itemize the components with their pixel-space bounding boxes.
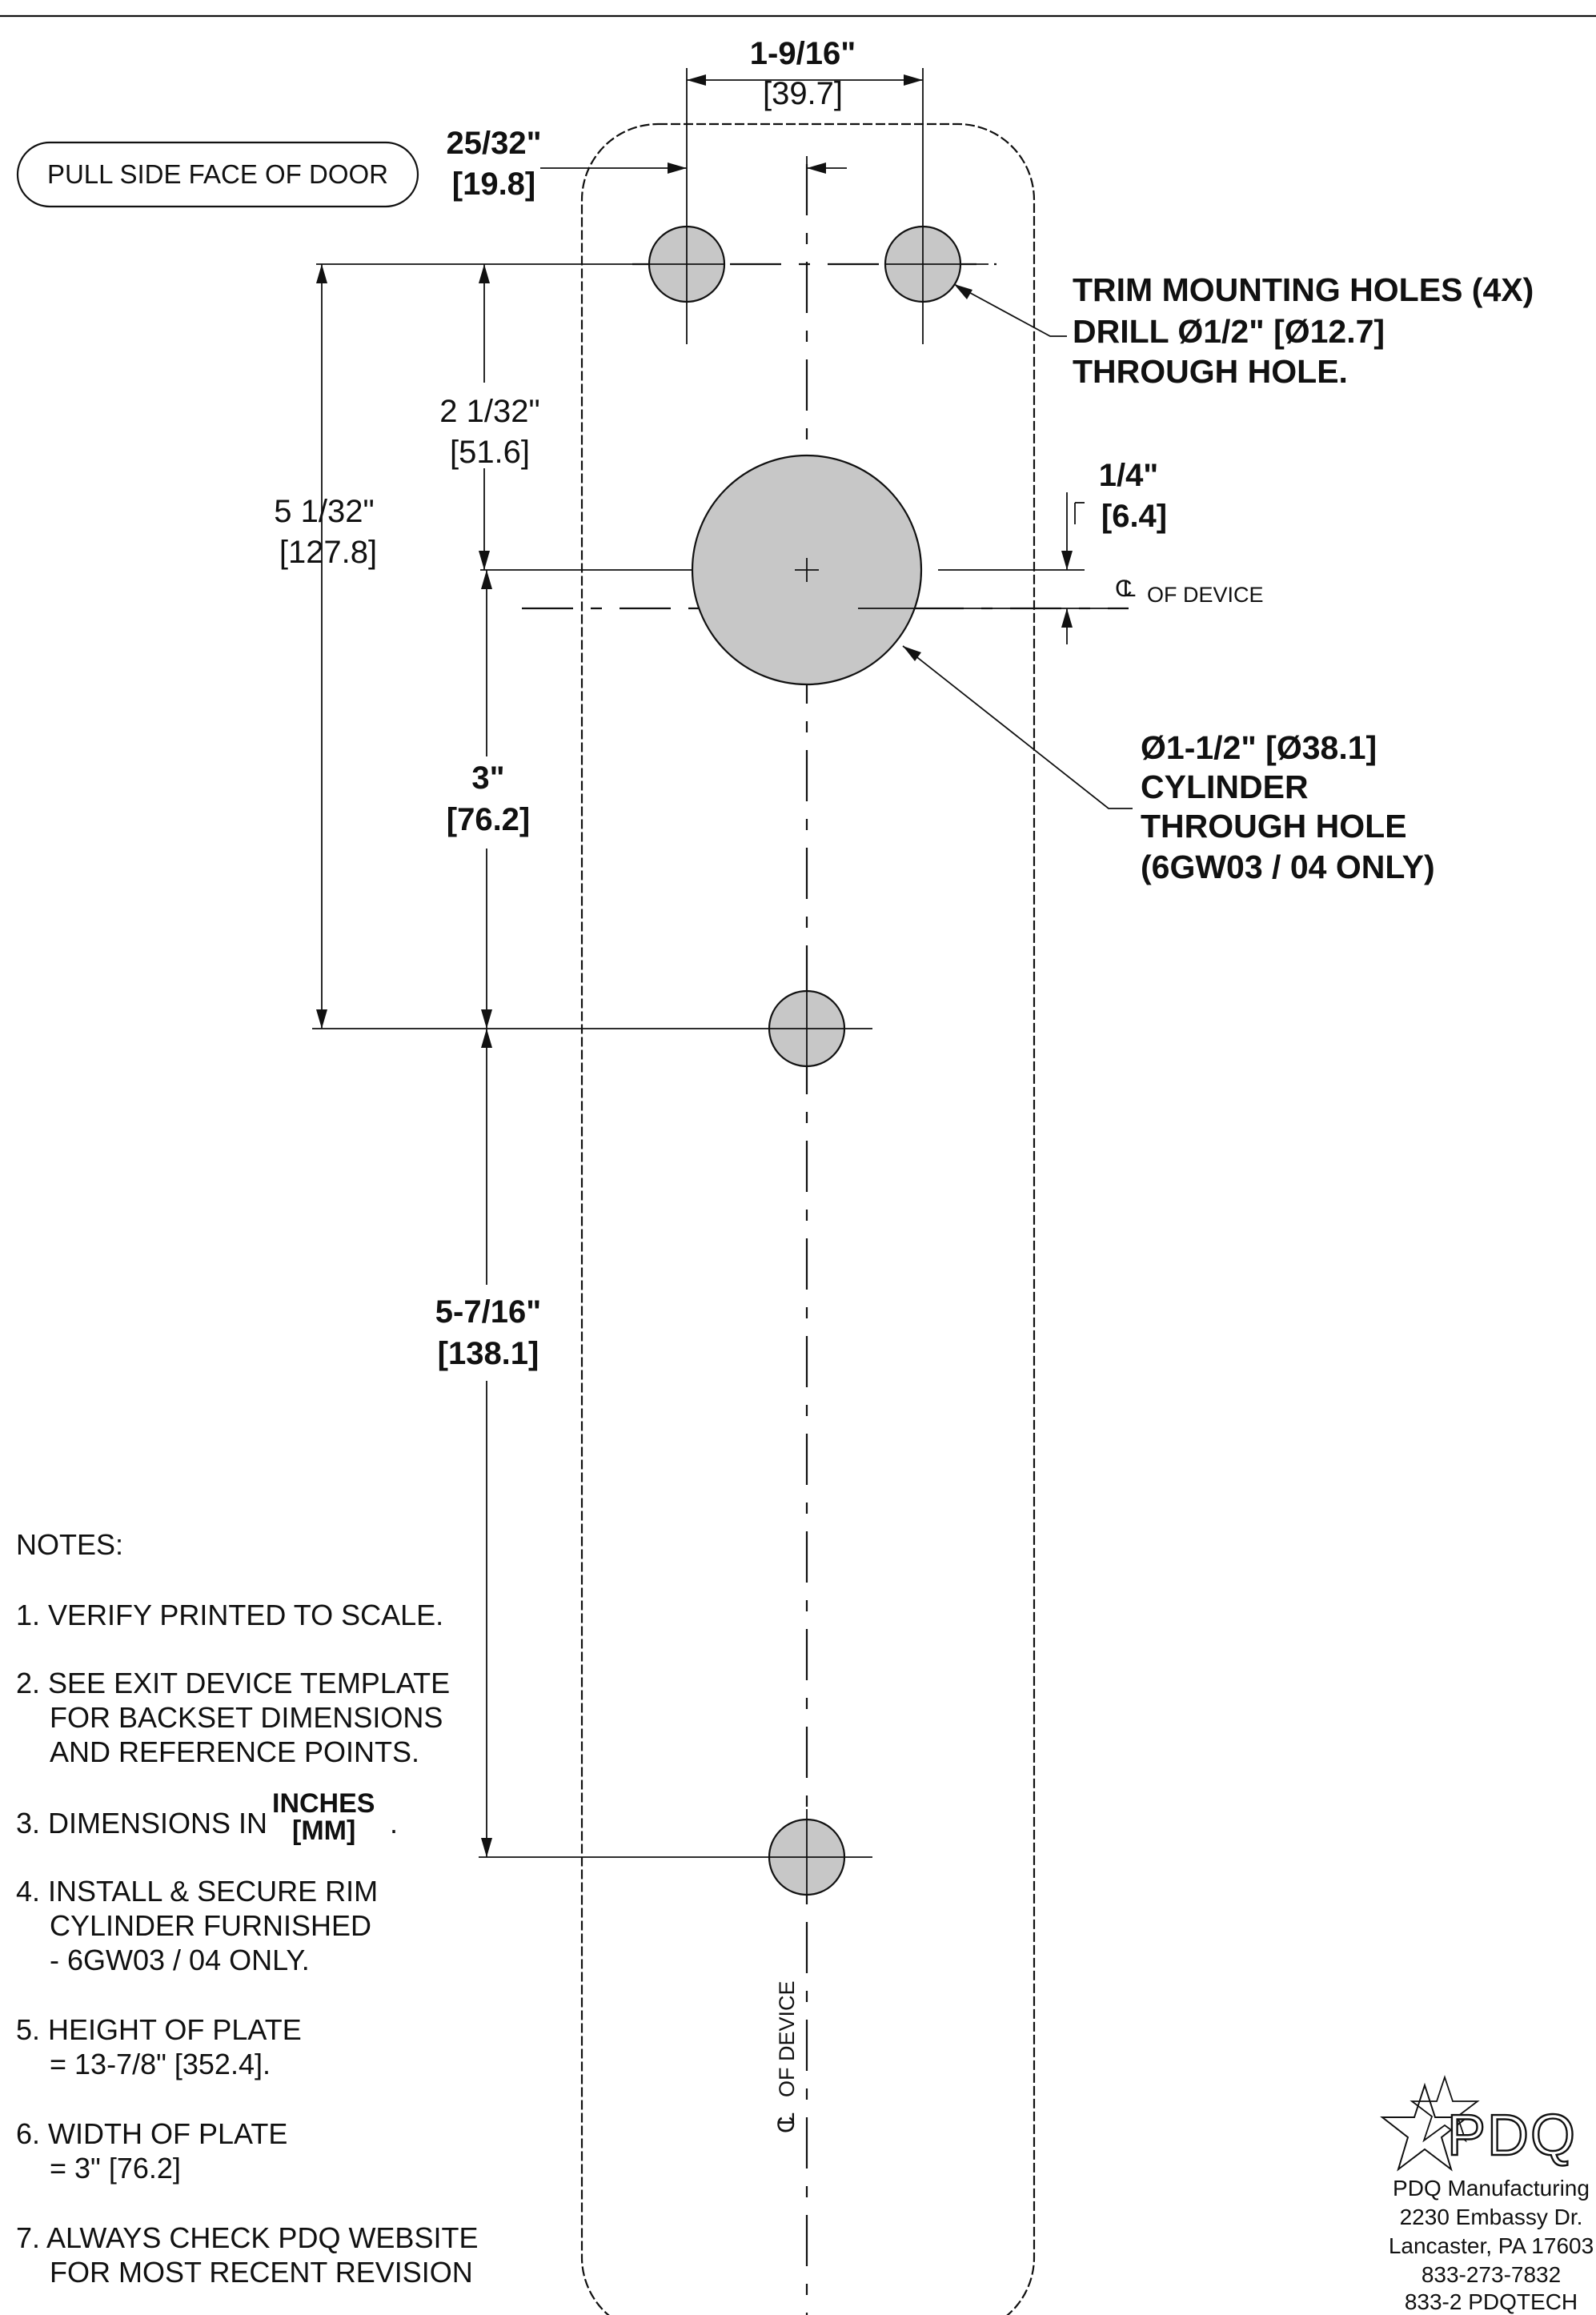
centerline-symbol-vertical: CL bbox=[773, 2112, 800, 2133]
trim-holes-callout-1: TRIM MOUNTING HOLES (4X) bbox=[1073, 271, 1534, 308]
dim-mid-to-bottom-in: 5-7/16" bbox=[435, 1294, 541, 1330]
dim-cyl-to-mid-mm: [76.2] bbox=[447, 802, 531, 837]
note-4-line-1: 4. INSTALL & SECURE RIM bbox=[16, 1875, 378, 1908]
dimension-lines bbox=[316, 74, 1085, 1857]
company-address-2: Lancaster, PA 17603 bbox=[1389, 2233, 1594, 2258]
dim-upper-spacing-in: 2 1/32" bbox=[439, 394, 539, 429]
dim-overall-upper-mm: [127.8] bbox=[279, 535, 377, 570]
dim-overall-upper-in: 5 1/32" bbox=[274, 494, 374, 529]
cylinder-callout-4: (6GW03 / 04 ONLY) bbox=[1141, 849, 1435, 885]
dim-cyl-to-mid-in: 3" bbox=[471, 760, 504, 796]
note-1: 1. VERIFY PRINTED TO SCALE. bbox=[16, 1599, 443, 1631]
cylinder-callout-3: THROUGH HOLE bbox=[1141, 808, 1407, 845]
dim-upper-spacing-mm: [51.6] bbox=[450, 435, 530, 470]
note-3-inches: INCHES bbox=[272, 1788, 375, 1819]
note-3-lead: 3. DIMENSIONS IN bbox=[16, 1807, 267, 1840]
note-7-line-1: 7. ALWAYS CHECK PDQ WEBSITE bbox=[16, 2221, 478, 2254]
cylinder-callout-1: Ø1-1/2" [Ø38.1] bbox=[1141, 729, 1377, 766]
notes-heading: NOTES: bbox=[16, 1528, 123, 1561]
note-3-tail: . bbox=[390, 1807, 398, 1840]
note-2-line-2: FOR BACKSET DIMENSIONS bbox=[50, 1701, 443, 1734]
cylinder-callout-2: CYLINDER bbox=[1141, 768, 1309, 805]
company-info: PDQ Manufacturing 2230 Embassy Dr. Lanca… bbox=[1389, 2176, 1594, 2314]
pull-side-label-box bbox=[16, 141, 419, 208]
note-4-line-3: - 6GW03 / 04 ONLY. bbox=[50, 1944, 310, 1976]
centerline-text-vertical: OF DEVICE bbox=[775, 1980, 799, 2097]
star-outline-icon bbox=[1410, 2075, 1480, 2143]
note-5-line-1: 5. HEIGHT OF PLATE bbox=[16, 2013, 302, 2046]
center-crosses bbox=[650, 184, 988, 1897]
note-2-line-1: 2. SEE EXIT DEVICE TEMPLATE bbox=[16, 1667, 450, 1699]
plate-outline bbox=[580, 122, 1036, 2315]
centerline-label-horizontal: OF DEVICE bbox=[1147, 583, 1264, 607]
dim-half-width-in: 25/32" bbox=[446, 126, 541, 161]
trim-holes-callout-3: THROUGH HOLE. bbox=[1073, 353, 1348, 390]
extension-lines bbox=[312, 68, 1129, 1858]
note-5-line-2: = 13-7/8" [352.4]. bbox=[50, 2048, 271, 2080]
leader-lines bbox=[902, 283, 1133, 809]
pdq-logo: PDQ bbox=[1380, 2075, 1577, 2172]
logo-text: PDQ bbox=[1447, 2104, 1577, 2168]
note-7-line-2: FOR MOST RECENT REVISION bbox=[50, 2256, 473, 2289]
dim-half-width-mm: [19.8] bbox=[452, 167, 536, 202]
centerline-label-vertical: CL OF DEVICE bbox=[773, 1980, 800, 2133]
company-phone-2: 833-2 PDQTECH bbox=[1405, 2289, 1578, 2314]
pull-side-label: PULL SIDE FACE OF DOOR bbox=[47, 159, 388, 189]
star-icon bbox=[1380, 2082, 1470, 2172]
dim-cyl-offset-in: 1/4" bbox=[1099, 458, 1159, 493]
note-3-mm: [MM] bbox=[292, 1815, 355, 1846]
note-2-line-3: AND REFERENCE POINTS. bbox=[50, 1735, 419, 1768]
dim-mid-to-bottom-mm: [138.1] bbox=[438, 1336, 539, 1371]
notes-block: NOTES: 1. VERIFY PRINTED TO SCALE. 2. SE… bbox=[16, 1528, 478, 2289]
company-phone: 833-273-7832 bbox=[1422, 2262, 1561, 2287]
note-6-line-2: = 3" [76.2] bbox=[50, 2152, 181, 2185]
company-name: PDQ Manufacturing bbox=[1393, 2176, 1590, 2201]
centerline-symbol-horizontal: CL bbox=[1115, 576, 1136, 602]
dim-top-width-mm: [39.7] bbox=[763, 76, 843, 111]
dim-cyl-offset-mm: [6.4] bbox=[1101, 499, 1167, 534]
company-address-1: 2230 Embassy Dr. bbox=[1400, 2205, 1583, 2229]
note-6-line-1: 6. WIDTH OF PLATE bbox=[16, 2117, 287, 2150]
trim-holes-callout-2: DRILL Ø1/2" [Ø12.7] bbox=[1073, 313, 1385, 350]
note-4-line-2: CYLINDER FURNISHED bbox=[50, 1909, 371, 1942]
dim-top-width-in: 1-9/16" bbox=[750, 36, 856, 71]
